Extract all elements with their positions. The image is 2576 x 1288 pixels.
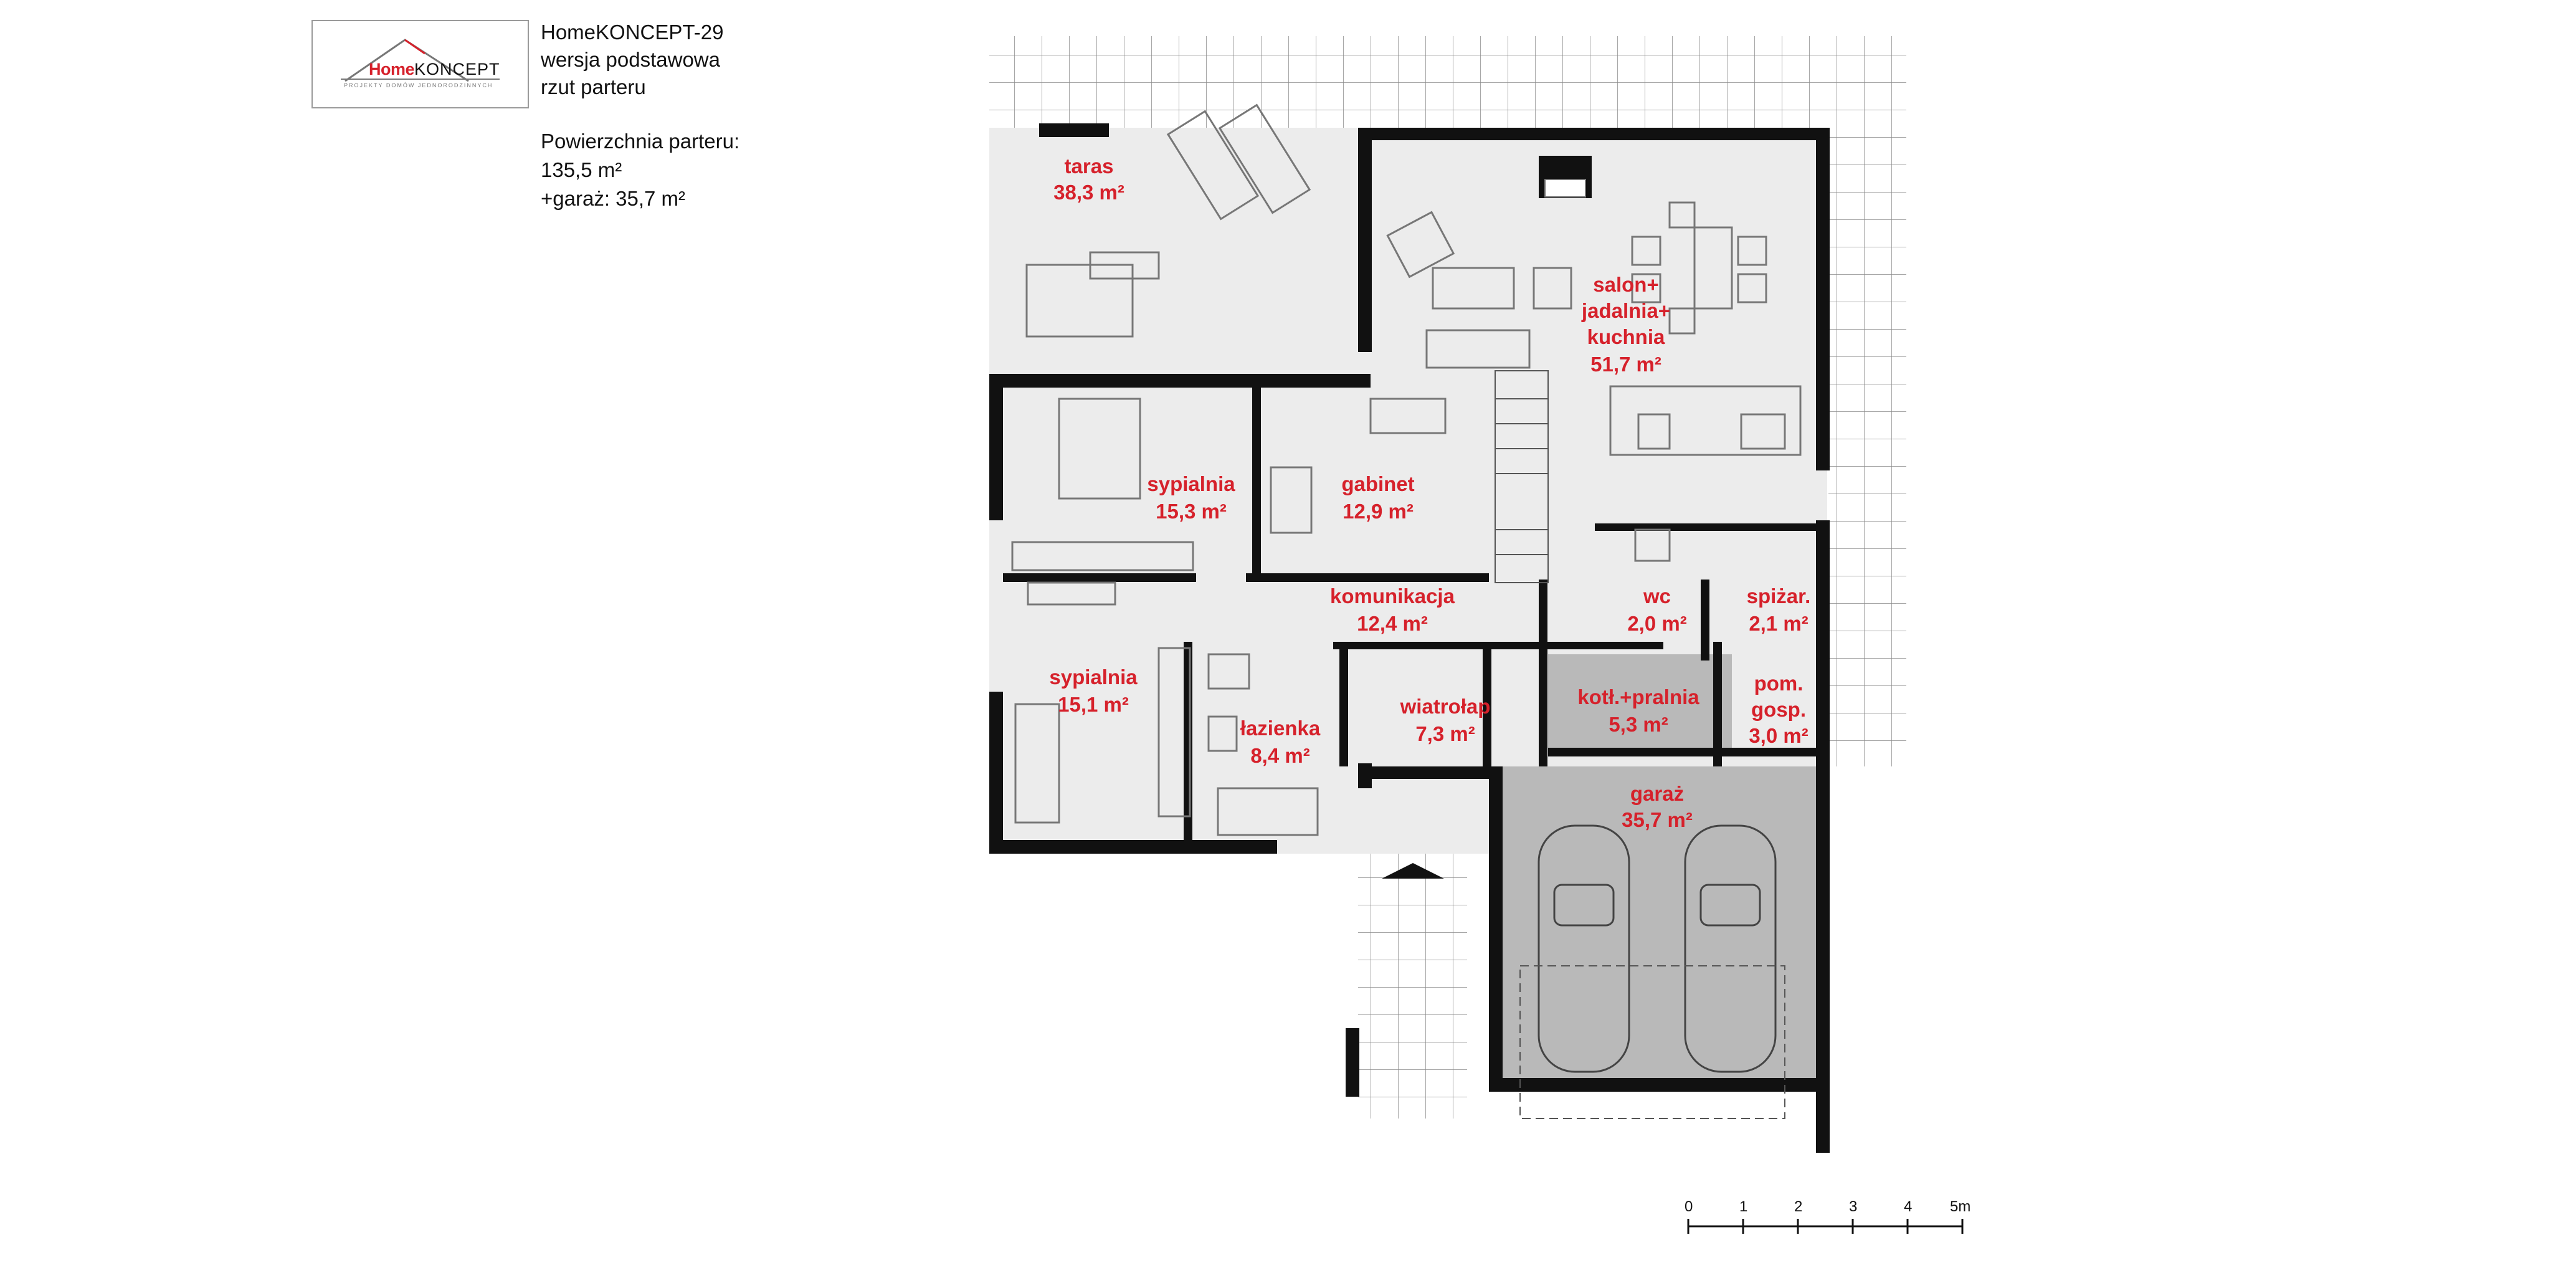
room-area-wc: 2,0 m² xyxy=(1627,612,1686,635)
terrace-loungers xyxy=(1166,103,1311,221)
logo: HomeKONCEPT PROJEKTY DOMÓW JEDNORODZINNY… xyxy=(311,20,529,108)
terrace-seating xyxy=(1025,251,1160,338)
scale-tick-3: 3 xyxy=(1849,1198,1857,1215)
area-heading: Powierzchnia parteru: xyxy=(541,130,740,153)
garage-cars xyxy=(1538,824,1777,1073)
room-area-sypialnia-1: 15,3 m² xyxy=(1156,500,1227,523)
side-paving-right xyxy=(1828,125,1906,766)
room-name-taras: taras xyxy=(1065,155,1114,178)
room-name-pom: pom. xyxy=(1754,672,1804,695)
project-variant: wersja podstawowa xyxy=(541,48,720,71)
entrance-arrow-icon xyxy=(1382,863,1444,879)
room-name-komunikacja: komunikacja xyxy=(1330,584,1455,608)
scale-tick-2: 2 xyxy=(1794,1198,1802,1215)
scale-tick-0: 0 xyxy=(1685,1198,1693,1215)
room-labels: taras 38,3 m² salon+ jadalnia+ kuchnia 5… xyxy=(1049,155,1810,831)
garage-floor xyxy=(1489,766,1828,1090)
room-name-spizarnia: spiżar. xyxy=(1747,584,1811,608)
living-furniture xyxy=(1386,201,1802,456)
logo-wordmark: HomeKONCEPT xyxy=(369,60,500,79)
staircase xyxy=(1495,370,1549,583)
project-title: HomeKONCEPT-29 wersja podstawowa rzut pa… xyxy=(541,19,723,101)
room-name-lazienka: łazienka xyxy=(1240,717,1321,740)
room-area-lazienka: 8,4 m² xyxy=(1250,744,1309,767)
exterior-walls xyxy=(989,128,1830,1153)
area-garage: +garaż: 35,7 m² xyxy=(541,187,686,210)
bathroom-fixtures xyxy=(1207,528,1671,836)
room-area-sypialnia-2: 15,1 m² xyxy=(1058,693,1129,716)
room-area-salon: 51,7 m² xyxy=(1590,353,1661,376)
room-area-taras: 38,3 m² xyxy=(1053,181,1124,204)
utility-floor xyxy=(1548,654,1732,754)
room-name-salon: salon+ xyxy=(1593,273,1658,296)
interior-walls xyxy=(1003,380,1828,841)
room-name-jadalnia: jadalnia+ xyxy=(1581,299,1670,322)
room-area-garaz: 35,7 m² xyxy=(1622,808,1693,831)
plan-level: rzut parteru xyxy=(541,75,646,98)
room-area-wiatrolap: 7,3 m² xyxy=(1415,722,1475,745)
garage-door-outline xyxy=(1519,965,1785,1119)
room-name-wiatrolap: wiatrołap xyxy=(1400,695,1491,718)
bedroom-furniture xyxy=(1011,398,1194,824)
area-ground-floor: 135,5 m² xyxy=(541,158,622,181)
terrace-grill xyxy=(1039,123,1109,137)
room-area-spizarnia: 2,1 m² xyxy=(1749,612,1808,635)
room-name-garaz: garaż xyxy=(1630,782,1684,805)
room-name-gosp: gosp. xyxy=(1751,698,1806,721)
room-name-wc: wc xyxy=(1643,584,1671,608)
room-area-pom-gosp: 3,0 m² xyxy=(1749,724,1808,747)
room-area-kotlownia: 5,3 m² xyxy=(1609,713,1668,736)
study-furniture xyxy=(1270,398,1447,534)
scale-bar: 0 1 2 3 4 5m xyxy=(1685,1198,1970,1234)
room-name-sypialnia-1: sypialnia xyxy=(1147,472,1235,495)
room-name-gabinet: gabinet xyxy=(1341,472,1414,495)
kitchen-fireplace xyxy=(1539,156,1592,198)
project-name: HomeKONCEPT-29 xyxy=(541,21,724,44)
room-name-kotlownia: kotł.+pralnia xyxy=(1577,685,1699,708)
room-name-kuchnia: kuchnia xyxy=(1587,325,1665,348)
room-name-sypialnia-2: sypialnia xyxy=(1049,665,1138,689)
room-area-komunikacja: 12,4 m² xyxy=(1357,612,1428,635)
scale-tick-1: 1 xyxy=(1739,1198,1747,1215)
area-summary: Powierzchnia parteru: 135,5 m² +garaż: 3… xyxy=(541,127,739,213)
scale-tick-5: 5m xyxy=(1950,1198,1970,1215)
room-area-gabinet: 12,9 m² xyxy=(1343,500,1414,523)
logo-tagline: PROJEKTY DOMÓW JEDNORODZINNYCH xyxy=(344,82,493,88)
logo-roof-icon xyxy=(341,39,500,82)
scale-tick-4: 4 xyxy=(1904,1198,1912,1215)
